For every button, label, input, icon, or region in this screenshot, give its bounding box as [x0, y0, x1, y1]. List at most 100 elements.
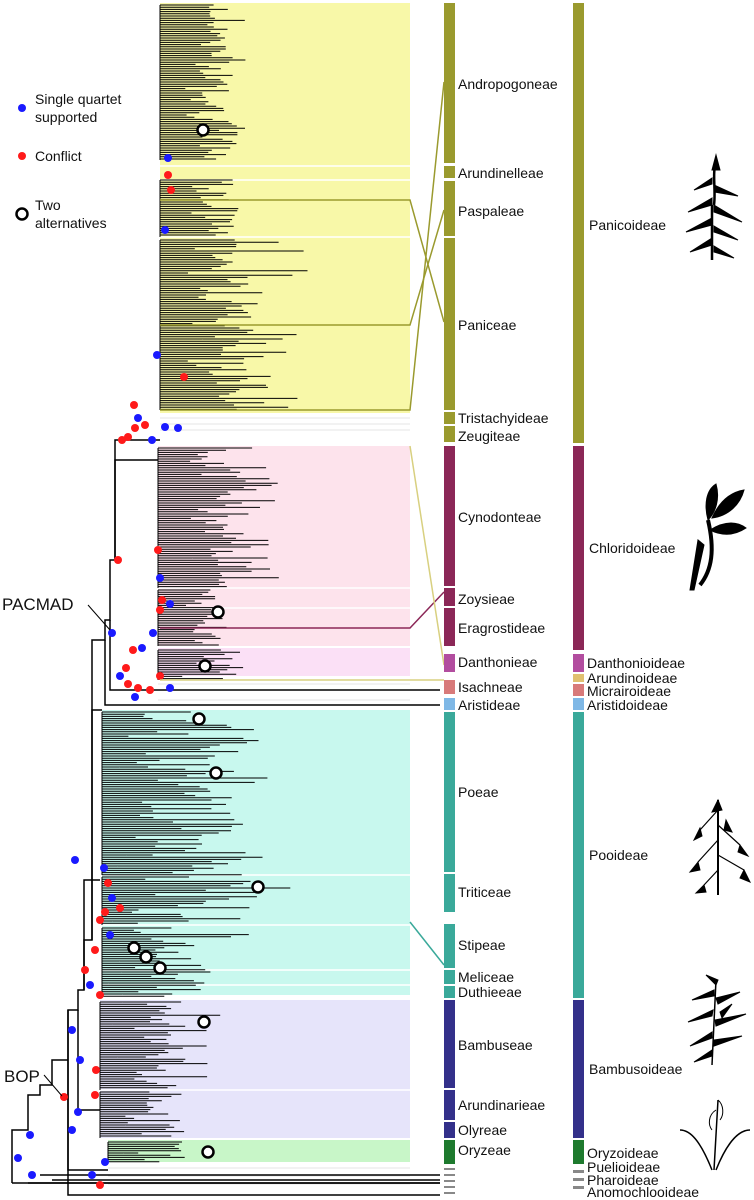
tip-cluster	[107, 1141, 185, 1164]
two-alternatives-marker	[196, 123, 210, 137]
conflict-legend-label: Conflict	[35, 148, 82, 164]
tribe-labels: Andropogoneae Arundinelleae Paspaleae Pa…	[458, 76, 558, 1158]
conflict-marker	[141, 421, 149, 429]
two-alternatives-marker	[211, 605, 225, 619]
single-quartet-marker	[148, 436, 156, 444]
subfamily-label-pharoideae: Pharoideae	[587, 1172, 659, 1188]
subfamily-labels: Panicoideae Chloridoideae Danthonioideae…	[587, 217, 699, 1200]
conflict-marker	[146, 686, 154, 694]
tribe-bar-oryzeae	[444, 1140, 455, 1164]
tribe-label-andropogoneae: Andropogoneae	[458, 76, 558, 92]
tribe-bar-zoysieae	[444, 588, 455, 606]
two-alternatives-marker	[139, 950, 153, 964]
bop-pointer	[43, 1074, 63, 1097]
tribe-bar-zeugiteae	[444, 426, 455, 442]
tribe-bar-tristachyideae	[444, 412, 455, 424]
single-quartet-marker	[156, 574, 164, 582]
subfamily-label-danthonioideae: Danthonioideae	[587, 655, 685, 671]
oryzoideae-plant-silhouette	[679, 1099, 751, 1171]
tribe-bar-meliceae	[444, 970, 455, 984]
single-quartet-marker	[108, 629, 116, 637]
tip-cluster	[99, 1091, 185, 1138]
two-alternatives-marker	[201, 1145, 215, 1159]
subfamily-bar-micrairoideae	[573, 684, 584, 696]
pacmad-label: PACMAD	[2, 595, 73, 614]
subfamily-label-pooideae: Pooideae	[589, 847, 648, 863]
single-quartet-marker	[14, 1154, 22, 1162]
minor-tribe-ticks	[444, 1168, 455, 1194]
tribe-label-oryzeae: Oryzeae	[458, 1142, 511, 1158]
tribe-bar-poeae	[444, 712, 455, 872]
tribe-bar-danthonieae	[444, 654, 455, 672]
tip-cluster	[101, 876, 291, 925]
conflict-marker	[156, 672, 164, 680]
tip-cluster	[99, 1001, 221, 1090]
single-quartet-marker	[134, 414, 142, 422]
conflict-marker	[154, 546, 162, 554]
tribe-label-poeae: Poeae	[458, 784, 499, 800]
conflict-marker	[158, 596, 166, 604]
two-alternatives-marker	[127, 941, 141, 955]
single-quartet-legend-label-line1: Single quartet	[35, 91, 122, 107]
conflict-marker	[124, 680, 132, 688]
single-quartet-marker	[26, 1131, 34, 1139]
single-quartet-marker	[28, 1171, 36, 1179]
subfamily-bar-arundinoideae	[573, 674, 584, 682]
tribe-label-isachneae: Isachneae	[458, 679, 523, 695]
single-quartet-marker	[68, 1026, 76, 1034]
subfamily-label-anomochlooideae: Anomochlooideae	[587, 1184, 699, 1200]
conflict-marker	[164, 171, 172, 179]
single-quartet-marker	[71, 856, 79, 864]
subfamily-label-puelioideae: Puelioideae	[587, 1159, 660, 1175]
tip-cluster	[101, 711, 268, 876]
tribe-label-meliceae: Meliceae	[458, 969, 514, 985]
subfamily-bar-pharoideae	[573, 1178, 584, 1181]
single-quartet-marker	[174, 424, 182, 432]
single-quartet-marker	[166, 684, 174, 692]
tip-cluster	[159, 4, 246, 160]
conflict-marker	[96, 1181, 104, 1189]
tribe-connectors	[160, 81, 445, 966]
single-quartet-marker	[138, 644, 146, 652]
tribe-bars	[444, 3, 455, 1194]
conflict-marker	[180, 373, 188, 381]
single-quartet-legend-dot	[18, 104, 26, 112]
tribe-label-tristachyideae: Tristachyideae	[458, 410, 549, 426]
conflict-marker	[101, 908, 109, 916]
tribe-label-arundinarieae: Arundinarieae	[458, 1097, 545, 1113]
tribe-label-zeugiteae: Zeugiteae	[458, 428, 520, 444]
tribe-bar-triticeae	[444, 874, 455, 912]
subfamily-label-panicoideae: Panicoideae	[589, 217, 666, 233]
tribe-bar-paniceae	[444, 238, 455, 410]
tip-cluster	[157, 447, 279, 588]
conflict-marker	[122, 664, 130, 672]
single-quartet-marker	[153, 351, 161, 359]
single-quartet-legend-label-line2: supported	[35, 109, 97, 125]
conflict-legend-dot	[18, 152, 26, 160]
legend: Single quartet supported Conflict Two al…	[15, 91, 122, 231]
pacmad-pointer	[87, 604, 111, 631]
tribe-label-bambuseae: Bambuseae	[458, 1037, 533, 1053]
single-quartet-marker	[166, 600, 174, 608]
conflict-marker	[96, 916, 104, 924]
two-alternatives-legend-label-line2: alternatives	[35, 215, 107, 231]
tribe-label-paniceae: Paniceae	[458, 317, 517, 333]
conflict-marker	[116, 904, 124, 912]
chloridoideae-plant-silhouette	[689, 483, 747, 591]
single-quartet-marker	[76, 1056, 84, 1064]
single-quartet-marker	[88, 1171, 96, 1179]
two-alternatives-marker	[192, 712, 206, 726]
subfamily-bar-chloridoideae	[573, 446, 584, 650]
tribe-bar-arundinelleae	[444, 166, 455, 178]
conflict-marker	[129, 646, 137, 654]
oryzoideae-background	[108, 1140, 410, 1162]
tribe-label-arundinelleae: Arundinelleae	[458, 165, 544, 181]
single-quartet-marker	[149, 629, 157, 637]
conflict-marker	[118, 436, 126, 444]
minor-lineage-bands	[108, 417, 410, 1185]
single-quartet-marker	[101, 1158, 109, 1166]
conflict-marker	[167, 186, 175, 194]
tribe-bar-stipeae	[444, 924, 455, 968]
panicoideae-plant-silhouette	[685, 153, 743, 260]
